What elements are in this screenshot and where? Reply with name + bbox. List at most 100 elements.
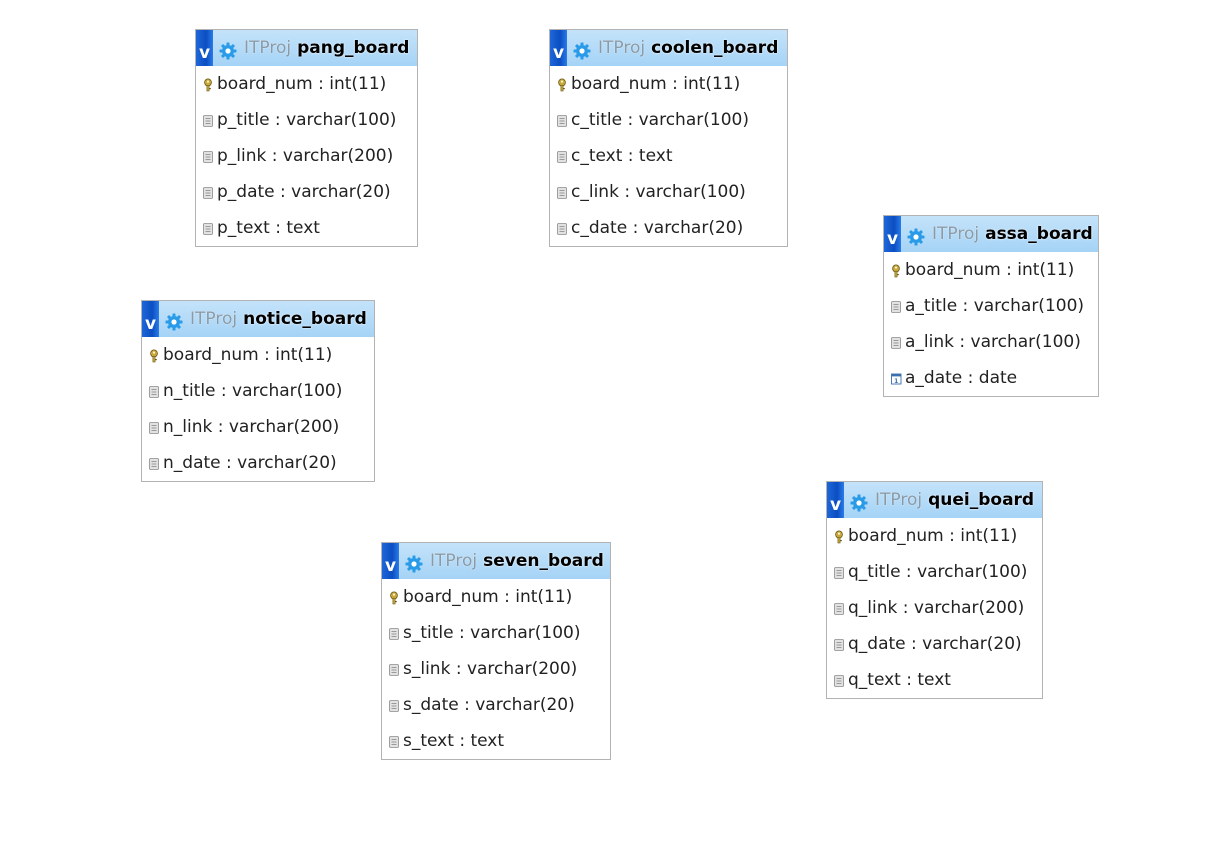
column-row[interactable]: n_link : varchar(200): [142, 409, 374, 445]
table-seven[interactable]: v ITProj seven_board board_num : int(11: [381, 542, 611, 760]
gear-icon[interactable]: [906, 227, 926, 247]
column-row[interactable]: board_num : int(11): [196, 66, 417, 102]
column-icon: [833, 673, 845, 687]
column-list: board_num : int(11) q_title : varchar(100…: [827, 518, 1042, 698]
table-assa[interactable]: v ITProj assa_board board_num : int(11): [883, 215, 1099, 397]
column-icon: [202, 113, 214, 127]
table-header[interactable]: v ITProj seven_board: [382, 543, 610, 579]
database-name: ITProj: [190, 309, 238, 329]
database-name: ITProj: [244, 38, 292, 58]
table-coolen[interactable]: v ITProj coolen_board board_num : int(1: [549, 29, 788, 247]
column-label: p_text : text: [217, 218, 320, 238]
toggle-columns-button[interactable]: v: [142, 301, 159, 337]
toggle-columns-button[interactable]: v: [827, 482, 844, 518]
table-quei[interactable]: v ITProj quei_board board_num : int(11): [826, 481, 1043, 699]
column-label: q_date : varchar(20): [848, 634, 1022, 654]
table-name[interactable]: assa_board: [985, 224, 1093, 244]
gear-icon[interactable]: [849, 493, 869, 513]
table-name[interactable]: quei_board: [928, 490, 1035, 510]
table-name[interactable]: seven_board: [483, 551, 604, 571]
gear-icon[interactable]: [404, 554, 424, 574]
column-row[interactable]: n_title : varchar(100): [142, 373, 374, 409]
column-label: q_link : varchar(200): [848, 598, 1025, 618]
column-row[interactable]: board_num : int(11): [382, 579, 610, 615]
column-row[interactable]: p_title : varchar(100): [196, 102, 417, 138]
gear-icon[interactable]: [572, 41, 592, 61]
column-label: s_link : varchar(200): [403, 659, 578, 679]
column-row[interactable]: p_text : text: [196, 210, 417, 246]
column-row[interactable]: q_link : varchar(200): [827, 590, 1042, 626]
gear-icon[interactable]: [164, 312, 184, 332]
primary-key-icon: [202, 77, 214, 92]
column-row[interactable]: c_title : varchar(100): [550, 102, 787, 138]
column-row[interactable]: c_text : text: [550, 138, 787, 174]
column-label: board_num : int(11): [848, 526, 1018, 546]
column-label: board_num : int(11): [905, 260, 1075, 280]
column-icon: [556, 113, 568, 127]
column-row[interactable]: s_date : varchar(20): [382, 687, 610, 723]
column-icon: [833, 637, 845, 651]
column-icon: [148, 456, 160, 470]
table-header[interactable]: v ITProj pang_board: [196, 30, 417, 66]
column-row[interactable]: p_date : varchar(20): [196, 174, 417, 210]
column-label: board_num : int(11): [571, 74, 741, 94]
column-row[interactable]: board_num : int(11): [884, 252, 1098, 288]
database-name: ITProj: [932, 224, 980, 244]
column-row[interactable]: n_date : varchar(20): [142, 445, 374, 481]
primary-key-icon: [890, 263, 902, 278]
table-pang[interactable]: v ITProj pang_board board_num : int(11): [195, 29, 418, 247]
column-row[interactable]: c_link : varchar(100): [550, 174, 787, 210]
column-label: board_num : int(11): [163, 345, 333, 365]
column-row[interactable]: a_link : varchar(100): [884, 324, 1098, 360]
column-row[interactable]: c_date : varchar(20): [550, 210, 787, 246]
database-name: ITProj: [430, 551, 478, 571]
toggle-columns-button[interactable]: v: [550, 30, 567, 66]
table-header[interactable]: v ITProj notice_board: [142, 301, 374, 337]
column-row[interactable]: p_link : varchar(200): [196, 138, 417, 174]
column-row[interactable]: s_text : text: [382, 723, 610, 759]
column-label: s_title : varchar(100): [403, 623, 581, 643]
column-label: c_link : varchar(100): [571, 182, 746, 202]
column-row[interactable]: board_num : int(11): [827, 518, 1042, 554]
column-label: n_link : varchar(200): [163, 417, 340, 437]
column-icon: [202, 221, 214, 235]
table-header[interactable]: v ITProj assa_board: [884, 216, 1098, 252]
column-list: board_num : int(11) c_title : varchar(100…: [550, 66, 787, 246]
column-label: p_date : varchar(20): [217, 182, 391, 202]
column-label: board_num : int(11): [403, 587, 573, 607]
table-header[interactable]: v ITProj coolen_board: [550, 30, 787, 66]
column-label: p_title : varchar(100): [217, 110, 397, 130]
toggle-columns-button[interactable]: v: [382, 543, 399, 579]
column-label: a_link : varchar(100): [905, 332, 1081, 352]
table-name[interactable]: pang_board: [297, 38, 410, 58]
primary-key-icon: [148, 348, 160, 363]
column-list: board_num : int(11) s_title : varchar(100…: [382, 579, 610, 759]
table-header[interactable]: v ITProj quei_board: [827, 482, 1042, 518]
column-row[interactable]: q_date : varchar(20): [827, 626, 1042, 662]
table-name[interactable]: notice_board: [243, 309, 367, 329]
column-icon: [556, 185, 568, 199]
column-row[interactable]: board_num : int(11): [550, 66, 787, 102]
column-icon: [890, 299, 902, 313]
column-row[interactable]: s_title : varchar(100): [382, 615, 610, 651]
column-label: c_text : text: [571, 146, 673, 166]
column-label: n_title : varchar(100): [163, 381, 343, 401]
column-icon: [833, 601, 845, 615]
column-label: n_date : varchar(20): [163, 453, 337, 473]
column-row[interactable]: board_num : int(11): [142, 337, 374, 373]
column-row[interactable]: s_link : varchar(200): [382, 651, 610, 687]
column-row[interactable]: q_text : text: [827, 662, 1042, 698]
column-row[interactable]: a_title : varchar(100): [884, 288, 1098, 324]
column-label: c_title : varchar(100): [571, 110, 749, 130]
svg-text:1: 1: [894, 378, 898, 385]
database-name: ITProj: [875, 490, 923, 510]
gear-icon[interactable]: [218, 41, 238, 61]
toggle-columns-button[interactable]: v: [884, 216, 901, 252]
table-name[interactable]: coolen_board: [651, 38, 779, 58]
column-icon: [556, 149, 568, 163]
column-row[interactable]: q_title : varchar(100): [827, 554, 1042, 590]
table-notice[interactable]: v ITProj notice_board board_num : int(1: [141, 300, 375, 482]
column-label: s_text : text: [403, 731, 504, 751]
toggle-columns-button[interactable]: v: [196, 30, 213, 66]
